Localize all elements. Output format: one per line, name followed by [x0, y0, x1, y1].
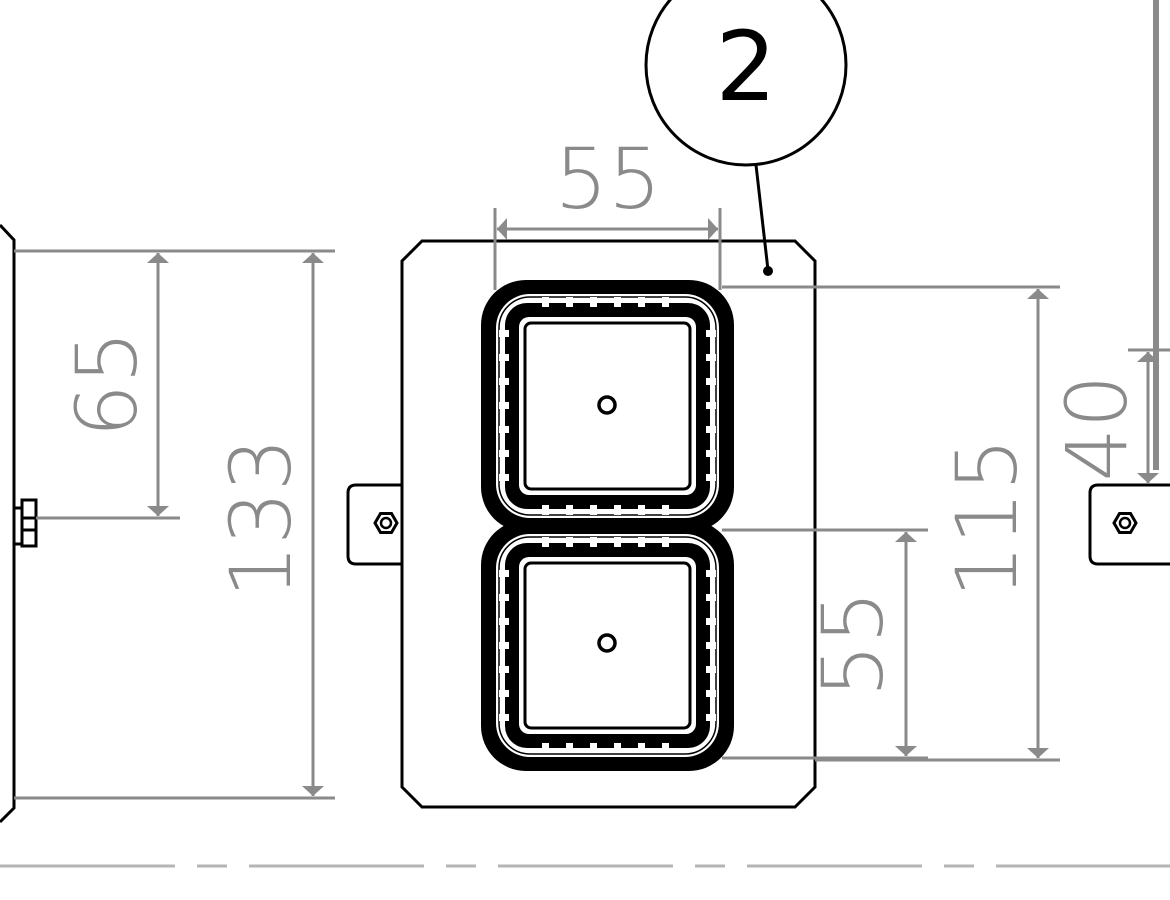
dim-top-width: 55	[555, 130, 662, 228]
balloon-label: 2	[715, 11, 776, 123]
module-plate	[400, 239, 817, 809]
center-hole-upper	[597, 395, 617, 415]
hex-nut-icon-left	[373, 512, 399, 534]
center-hole-lower	[597, 633, 617, 653]
hex-nut-icon-right	[1112, 512, 1138, 534]
mounting-tab-left	[346, 483, 402, 566]
display-module	[346, 239, 817, 809]
dim-left-upper: 65	[58, 331, 156, 438]
digit-frame-upper	[481, 280, 734, 532]
dimension-lines	[14, 208, 1170, 800]
dim-right-total: 115	[938, 438, 1036, 598]
dim-far-right: 40	[1048, 375, 1146, 482]
dim-right-lower: 55	[804, 591, 902, 698]
left-partial-part	[0, 223, 38, 824]
dim-left-total: 133	[212, 438, 310, 598]
digit-frame-lower	[481, 520, 734, 771]
dimension-labels: 55 65 133 55 115 40	[58, 130, 1146, 697]
balloon-callout: 2	[644, 0, 848, 276]
